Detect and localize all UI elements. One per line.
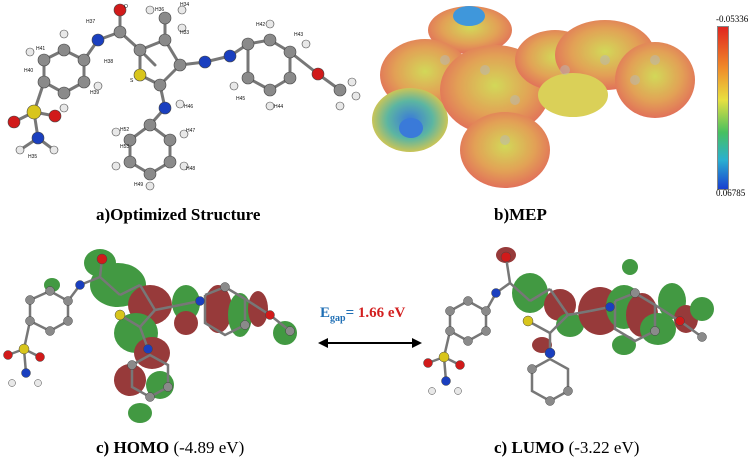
mep-surface [372,6,695,188]
svg-text:H39: H39 [90,90,99,96]
svg-text:H52: H52 [120,127,129,133]
lumo-orbital [423,247,714,406]
homo-orbital [3,249,297,423]
caption-mep: b)MEP [494,205,547,224]
svg-text:H47: H47 [186,128,195,134]
svg-text:H40: H40 [24,68,33,74]
svg-text:H53: H53 [120,144,129,150]
svg-text:H34: H34 [180,2,189,8]
svg-text:H42: H42 [256,22,265,28]
svg-text:H46: H46 [184,104,193,110]
caption-lumo: c) LUMO (-3.22 eV) [494,438,640,457]
svg-text:H49: H49 [134,182,143,188]
svg-text:H33: H33 [180,30,189,36]
homo-panel [0,245,320,425]
molecule-ball-and-stick: O H37 H38 H36 H34 H33 H42 H43 H41 H40 H3… [7,2,361,191]
svg-text:H45: H45 [236,96,245,102]
svg-text:H41: H41 [36,46,45,52]
mep-color-scale [717,26,729,190]
svg-text:H44: H44 [274,104,283,110]
energy-gap-label: Egap= 1.66 eV [320,305,406,324]
optimized-structure-panel: O H37 H38 H36 H34 H33 H42 H43 H41 H40 H3… [0,0,375,191]
mep-scale-min: 0.06785 [716,188,746,198]
atom-labels: O H37 H38 H36 H34 H33 H42 H43 H41 H40 H3… [24,2,303,188]
mep-panel [365,0,710,200]
svg-text:H35: H35 [28,154,37,160]
svg-text:H37: H37 [86,19,95,25]
svg-text:O: O [124,4,128,10]
svg-text:H38: H38 [104,59,113,65]
svg-text:S: S [130,78,134,84]
svg-text:H48: H48 [186,166,195,172]
mep-scale-max: -0.05336 [716,14,749,24]
caption-optimized-structure: a)Optimized Structure [96,205,261,224]
svg-text:H43: H43 [294,32,303,38]
energy-gap-arrow [318,338,422,348]
lumo-panel [410,245,749,425]
svg-text:H36: H36 [155,7,164,13]
caption-homo: c) HOMO (-4.89 eV) [96,438,245,457]
